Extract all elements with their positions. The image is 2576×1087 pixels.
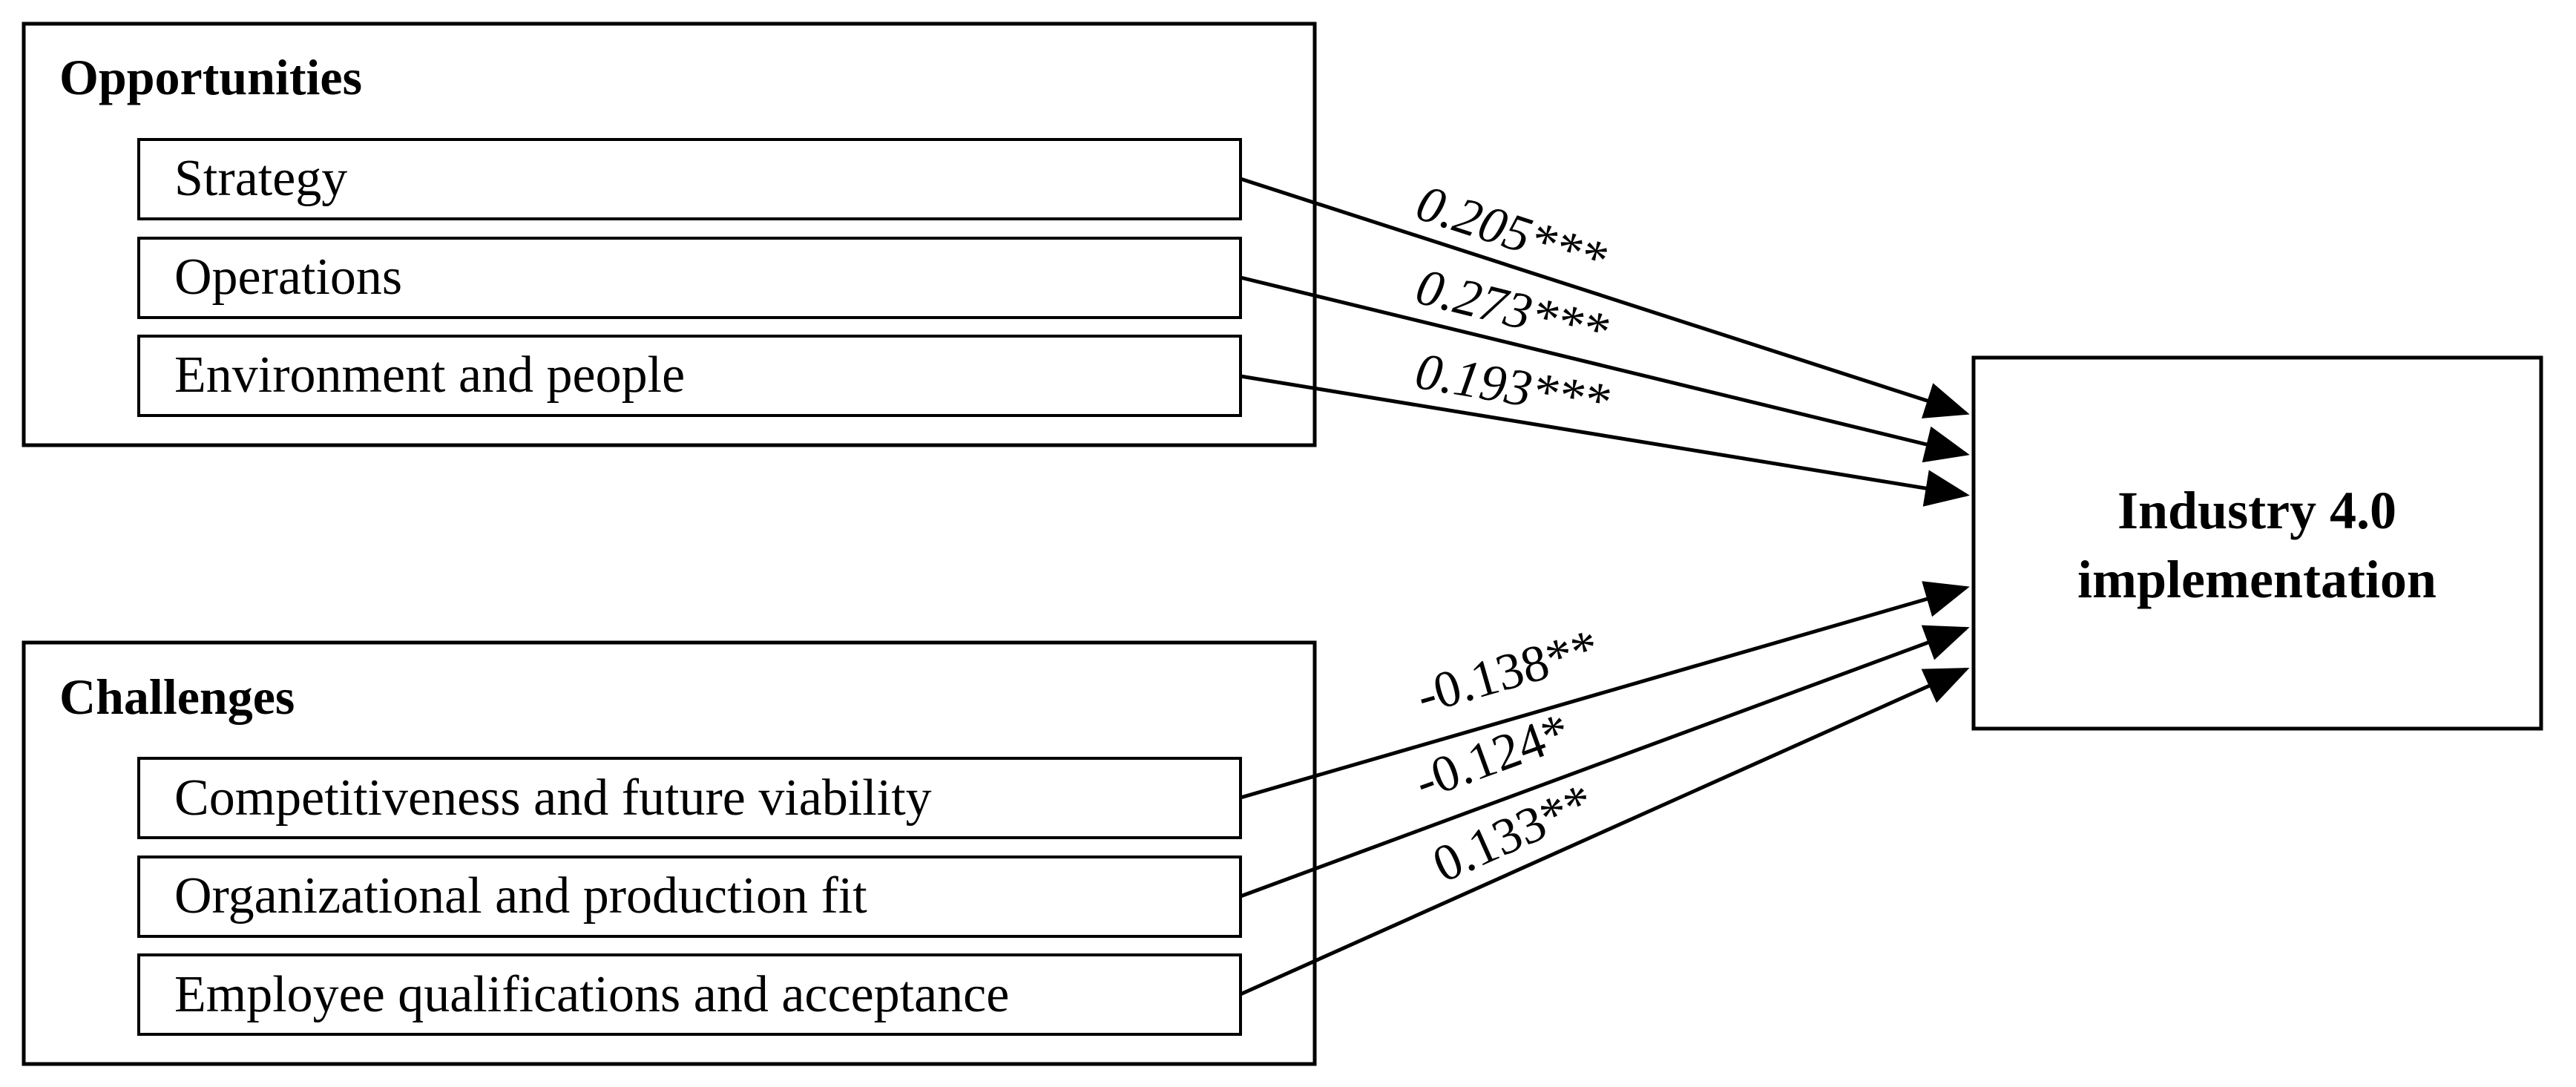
item-box-employee-qualifications: [137, 953, 1242, 1036]
item-box-organizational-fit: [137, 856, 1242, 938]
target-label-line1: Industry 4.0: [2117, 481, 2396, 540]
arrow-environment-and-people: [1240, 374, 1970, 507]
item-label-operations: Operations: [174, 249, 402, 306]
opportunities-group: Opportunities Strategy Operations Enviro…: [22, 22, 1317, 447]
item-box-environment-and-people: [137, 335, 1242, 417]
item-box-competitiveness: [137, 757, 1242, 839]
target-node: Industry 4.0 implementation: [1971, 355, 2543, 731]
item-label-organizational-fit: Organizational and production fit: [174, 867, 867, 925]
arrow-competitiveness: [1240, 581, 1970, 800]
challenges-frame: [22, 640, 1317, 1066]
target-label-line2: implementation: [2077, 550, 2437, 609]
arrow-strategy: [1240, 177, 1970, 418]
arrow-organizational-fit: [1240, 625, 1970, 899]
arrow-employee-qualifications: [1239, 667, 1970, 996]
item-label-strategy: Strategy: [174, 150, 347, 207]
path-arrows: [1239, 177, 1970, 996]
challenges-group: Challenges Competitiveness and future vi…: [22, 640, 1317, 1066]
coefficient-labels: 0.205*** 0.273*** 0.193*** -0.138** -0.1…: [1407, 174, 1613, 894]
item-label-competitiveness: Competitiveness and future viability: [174, 769, 932, 827]
item-label-employee-qualifications: Employee qualifications and acceptance: [174, 966, 1009, 1023]
opportunities-frame: [22, 22, 1317, 447]
item-label-environment-and-people: Environment and people: [174, 347, 685, 404]
arrow-operations: [1240, 275, 1970, 463]
challenges-title: Challenges: [59, 669, 295, 725]
coefficient-competitiveness: -0.138**: [1410, 619, 1605, 725]
target-box: [1971, 355, 2543, 731]
opportunities-title: Opportunities: [59, 49, 362, 105]
